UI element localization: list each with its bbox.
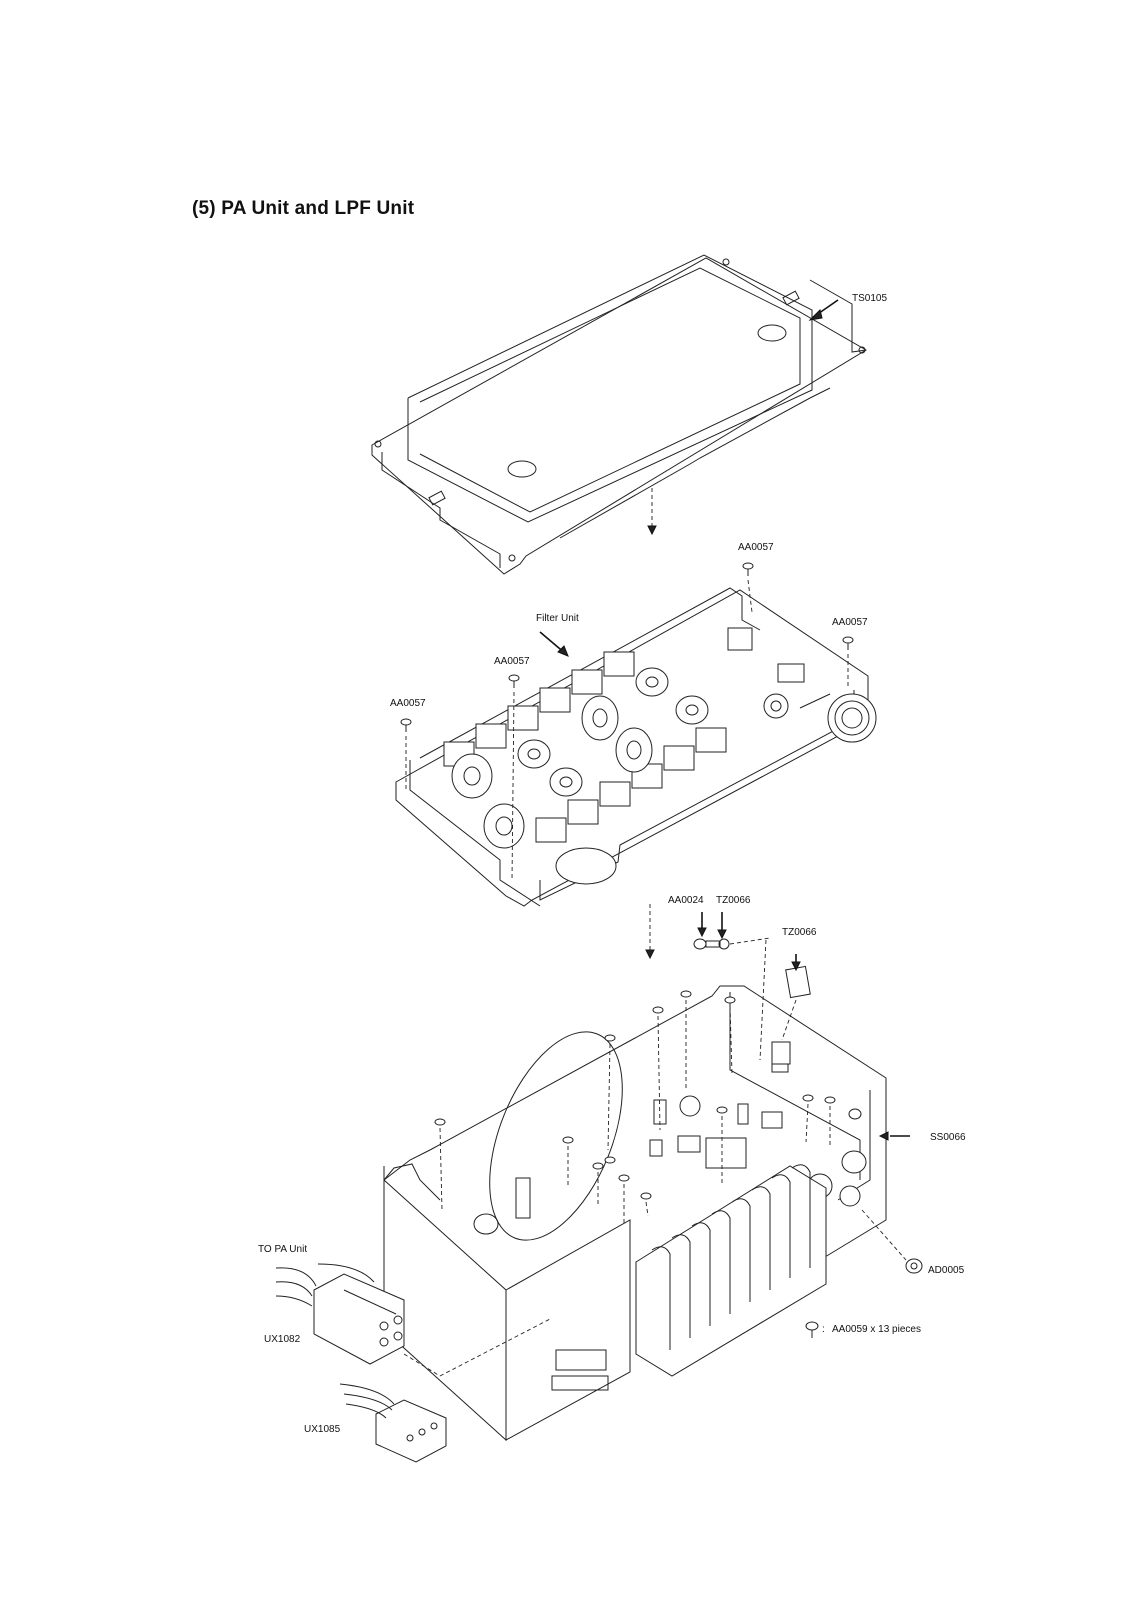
chassis — [383, 985, 887, 1442]
label-to-pa-unit: TO PA Unit — [258, 1244, 307, 1255]
label-ss0066: SS0066 — [930, 1132, 966, 1143]
connector-ux1085 — [339, 1383, 447, 1463]
label-aa0057: AA0057 — [494, 656, 530, 667]
label-filter-unit: Filter Unit — [536, 613, 579, 624]
label-ts0105: TS0105 — [852, 293, 887, 304]
connector-ux1082 — [275, 1263, 405, 1365]
transistor — [771, 1041, 791, 1065]
label-tz0066: TZ0066 — [782, 927, 817, 938]
connector-nut — [905, 1258, 923, 1274]
heatsink — [635, 1164, 827, 1377]
label-ux1082: UX1082 — [264, 1334, 301, 1345]
filter-unit-board — [395, 587, 877, 907]
screw-icon — [400, 562, 854, 732]
top-cover — [371, 254, 867, 575]
label-ad0005: AD0005 — [928, 1265, 965, 1276]
arrow-icon — [808, 309, 823, 321]
label-aa0024: AA0024 — [668, 895, 704, 906]
label-aa0057: AA0057 — [832, 617, 868, 628]
arrow-icon — [647, 525, 657, 536]
label-screw-legend: AA0059 x 13 pieces — [832, 1324, 921, 1335]
label-ux1085: UX1085 — [304, 1424, 341, 1435]
insulator-sheet — [785, 965, 811, 999]
label-aa0057: AA0057 — [738, 542, 774, 553]
page-title: (5) PA Unit and LPF Unit — [192, 198, 415, 219]
screw-legend-icon — [805, 1321, 819, 1338]
legend-separator: : — [822, 1324, 825, 1335]
label-tz0066: TZ0066 — [716, 895, 751, 906]
screw-icon — [693, 938, 730, 950]
label-aa0057: AA0057 — [390, 698, 426, 709]
chassis-screws — [434, 990, 836, 1200]
